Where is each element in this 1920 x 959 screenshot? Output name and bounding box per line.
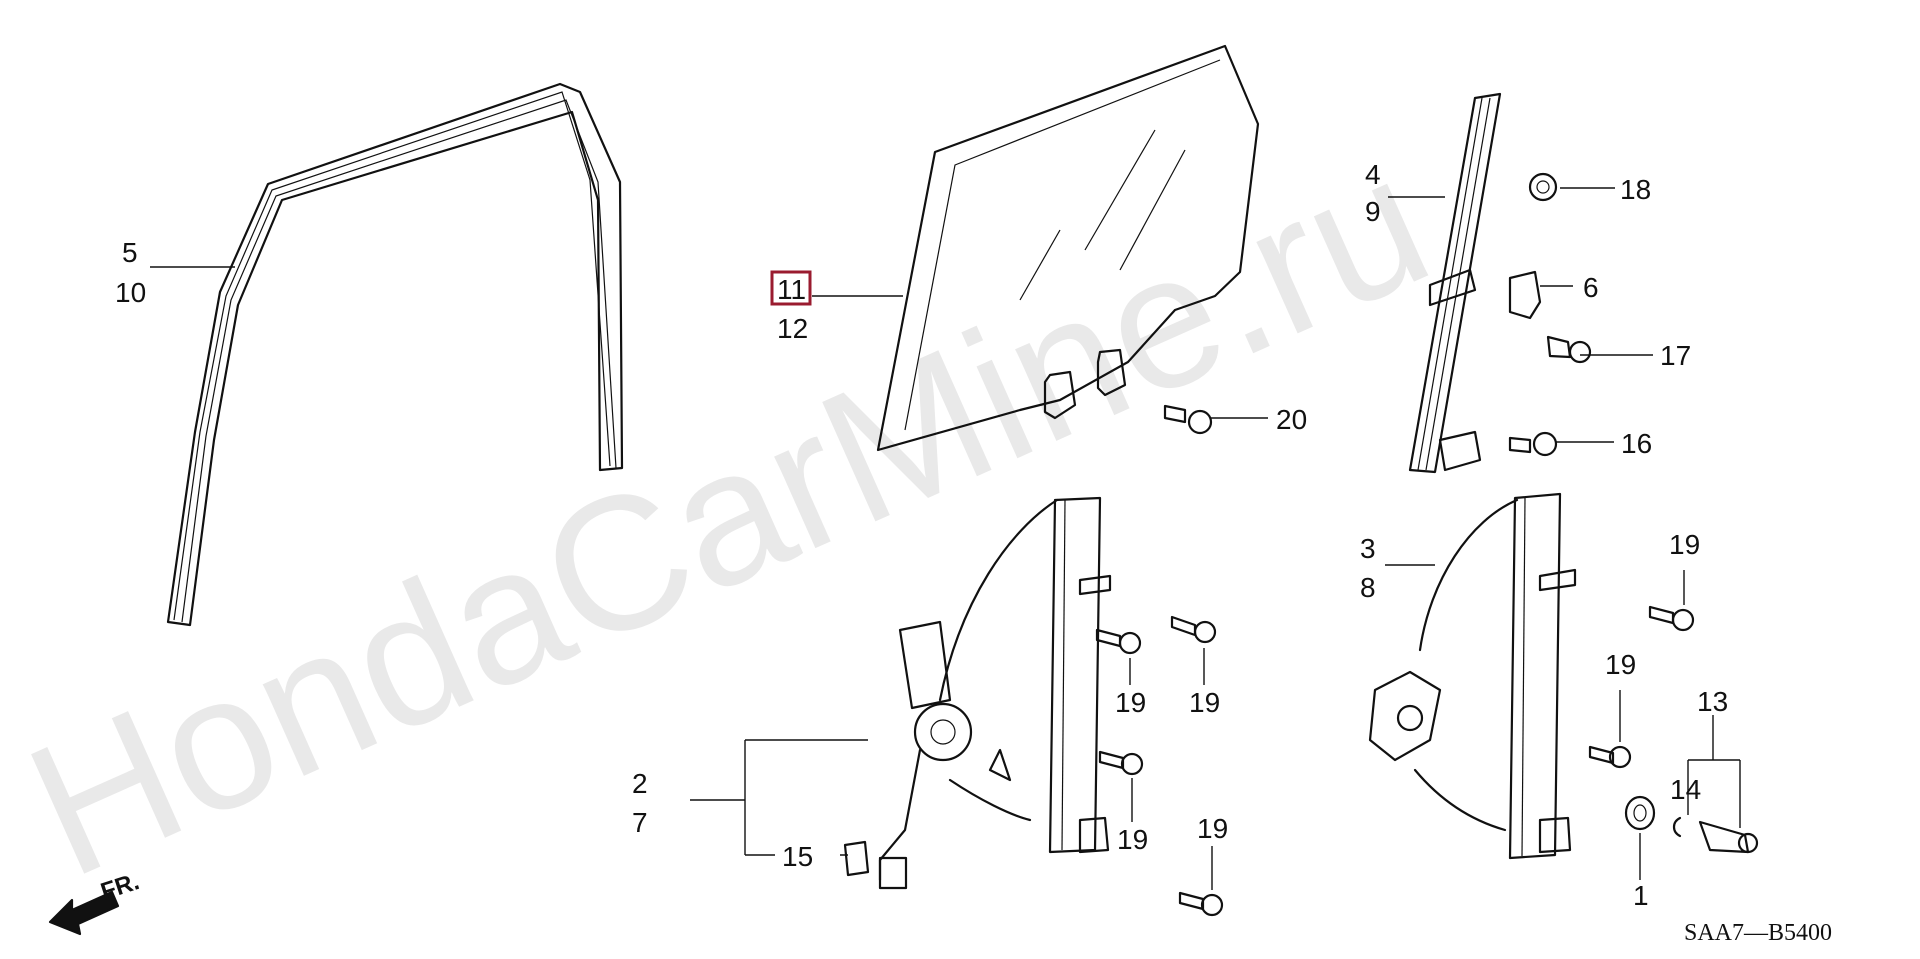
manual-regulator[interactable] xyxy=(1368,492,1577,860)
callout-17: 17 xyxy=(1660,340,1691,371)
bolt-19-f[interactable] xyxy=(1588,745,1632,769)
clip-13[interactable] xyxy=(1698,820,1759,854)
callout-19-a: 19 xyxy=(1115,687,1146,718)
callout-20: 20 xyxy=(1276,404,1307,435)
bolt-19-a[interactable] xyxy=(1095,628,1142,655)
callout-19-c: 19 xyxy=(1117,824,1148,855)
bolt-16[interactable] xyxy=(1508,431,1558,457)
bolt-17[interactable] xyxy=(1546,335,1592,364)
callout-19-d: 19 xyxy=(1197,813,1228,844)
glass-guide-rail[interactable] xyxy=(1408,92,1502,474)
nut-18[interactable] xyxy=(1528,172,1558,202)
clip-14[interactable] xyxy=(1672,816,1682,838)
bolt-19-c[interactable] xyxy=(1098,750,1144,776)
callouts: 5 10 11 12 4 9 18 6 17 20 16 3 8 2 7 15 … xyxy=(115,159,1728,911)
callout-15: 15 xyxy=(782,841,813,872)
door-glass[interactable] xyxy=(876,44,1260,452)
callout-3: 3 xyxy=(1360,533,1376,564)
run-channel[interactable] xyxy=(166,82,624,627)
callout-13: 13 xyxy=(1697,686,1728,717)
power-regulator-with-motor[interactable] xyxy=(878,496,1112,890)
callout-19-f: 19 xyxy=(1605,649,1636,680)
callout-8: 8 xyxy=(1360,572,1376,603)
callout-11[interactable]: 11 xyxy=(777,274,806,305)
bolt-19-e[interactable] xyxy=(1648,605,1695,632)
grommet-1[interactable] xyxy=(1624,795,1656,831)
callout-14: 14 xyxy=(1670,774,1701,805)
callout-18: 18 xyxy=(1620,174,1651,205)
callout-10: 10 xyxy=(115,277,146,308)
watermark-text: HondaCarMine.ru xyxy=(0,114,1456,918)
callout-16: 16 xyxy=(1621,428,1652,459)
callout-5: 5 xyxy=(122,237,138,268)
callout-2: 2 xyxy=(632,768,648,799)
bolt-19-d[interactable] xyxy=(1178,891,1224,917)
bolt-19-b[interactable] xyxy=(1170,615,1217,644)
clip-15[interactable] xyxy=(843,840,870,877)
callout-1: 1 xyxy=(1633,880,1649,911)
bolt-20[interactable] xyxy=(1163,404,1213,435)
callout-11-highlight xyxy=(770,270,812,306)
callout-4: 4 xyxy=(1365,159,1381,190)
callout-12: 12 xyxy=(777,313,808,344)
callout-7: 7 xyxy=(632,807,648,838)
callout-6: 6 xyxy=(1583,272,1599,303)
diagram-code: SAA7—B5400 xyxy=(1684,920,1832,946)
leader-lines xyxy=(150,187,1741,890)
callout-9: 9 xyxy=(1365,196,1381,227)
clip-6[interactable] xyxy=(1508,270,1542,320)
callout-19-e: 19 xyxy=(1669,529,1700,560)
callout-19-b: 19 xyxy=(1189,687,1220,718)
